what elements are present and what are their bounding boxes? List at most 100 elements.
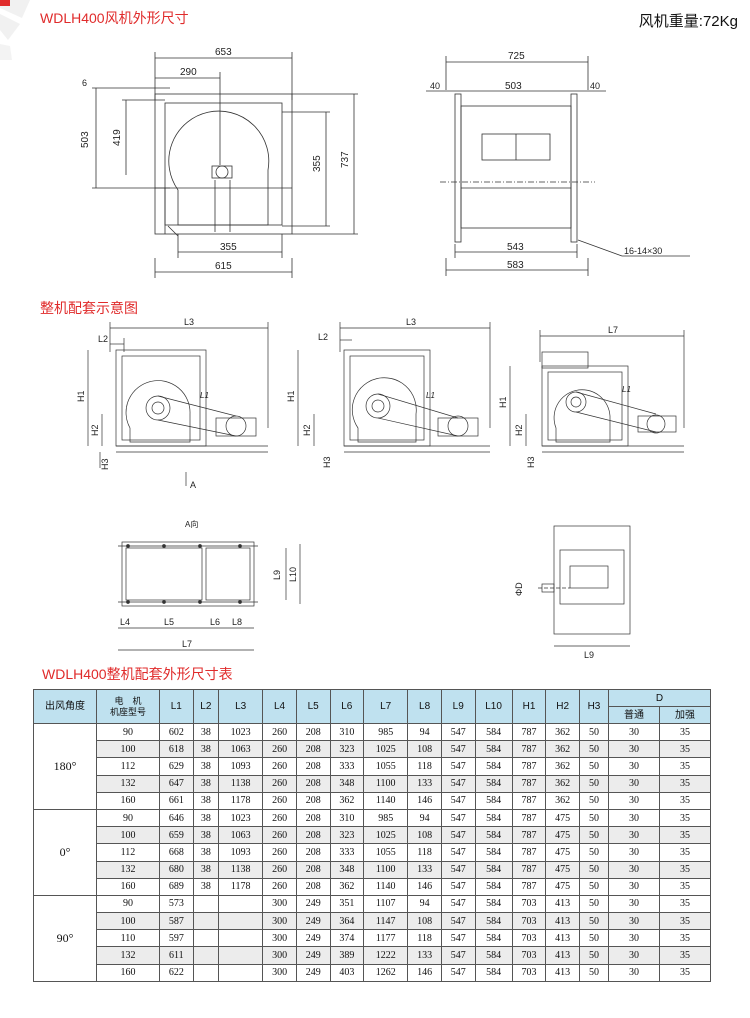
- table-cell: 35: [659, 740, 711, 759]
- table-cell: 985: [363, 808, 409, 828]
- table-cell: [218, 912, 264, 931]
- d-view-l9: L9: [584, 650, 594, 660]
- table-cell: 260: [262, 843, 297, 862]
- side-dim-503: 503: [505, 81, 522, 92]
- table-cell: 413: [545, 946, 580, 965]
- assembly-3-l7: L7: [608, 325, 618, 335]
- assembly-2-h1: H1: [286, 390, 296, 402]
- table-cell: 38: [192, 826, 220, 845]
- table-cell: 160: [96, 791, 160, 810]
- front-dim-290: 290: [180, 67, 197, 78]
- table-cell: 30: [608, 740, 660, 759]
- table-cell: 584: [474, 774, 513, 793]
- assembly-2-h3: H3: [322, 456, 332, 468]
- table-cell: 260: [262, 757, 297, 776]
- outlet-angle-cell: 0°: [33, 808, 97, 896]
- table-cell: 50: [578, 826, 610, 845]
- table-cell: [218, 963, 264, 982]
- table-cell: 30: [608, 791, 660, 810]
- table-cell: 38: [192, 860, 220, 879]
- header-l6: L6: [329, 689, 365, 724]
- assembly-2-l1: L1: [426, 391, 435, 400]
- table-cell: 30: [608, 860, 660, 879]
- table-cell: 584: [474, 826, 513, 845]
- header-l5: L5: [295, 689, 331, 724]
- table-cell: 38: [192, 808, 220, 828]
- table-cell: 680: [159, 860, 194, 879]
- table-cell: 30: [608, 757, 660, 776]
- table-cell: 50: [578, 963, 610, 982]
- table-cell: 364: [329, 912, 365, 931]
- table-cell: 208: [295, 740, 331, 759]
- header-outlet-angle: 出风角度: [33, 689, 97, 724]
- assembly-1-l3: L3: [184, 318, 194, 327]
- table-cell: 573: [159, 894, 194, 914]
- assembly-3-h3: H3: [526, 456, 536, 468]
- header-h1: H1: [511, 689, 547, 724]
- table-cell: 647: [159, 774, 194, 793]
- assembly-1-l2: L2: [98, 334, 108, 344]
- table-cell: [218, 929, 264, 948]
- table-cell: 146: [407, 791, 442, 810]
- table-cell: 94: [407, 894, 442, 914]
- table-cell: 348: [329, 860, 365, 879]
- front-dim-737: 737: [340, 151, 351, 168]
- table-cell: 584: [474, 860, 513, 879]
- table-cell: 146: [407, 877, 442, 896]
- table-cell: 362: [545, 791, 580, 810]
- dimension-table: 出风角度 电 机机座型号 L1 L2 L3 L4 L5 L6 L7 L8 L9 …: [33, 689, 711, 982]
- table-cell: 1138: [218, 774, 264, 793]
- table-cell: 547: [440, 877, 476, 896]
- table-cell: 35: [659, 946, 711, 965]
- a-view-l5: L5: [164, 617, 174, 627]
- table-cell: 30: [608, 929, 660, 948]
- header-l1: L1: [159, 689, 194, 724]
- table-cell: 260: [262, 826, 297, 845]
- side-dim-725: 725: [508, 51, 525, 62]
- a-view-l9: L9: [272, 570, 282, 580]
- assembly-1-h2: H2: [90, 424, 100, 436]
- table-cell: 249: [295, 894, 331, 914]
- table-cell: 310: [329, 808, 365, 828]
- outlet-angle-cell: 90°: [33, 894, 97, 982]
- table-cell: 208: [295, 791, 331, 810]
- table-cell: 249: [295, 929, 331, 948]
- table-cell: 547: [440, 843, 476, 862]
- header-l4: L4: [262, 689, 297, 724]
- table-cell: 35: [659, 860, 711, 879]
- table-cell: 362: [329, 877, 365, 896]
- table-cell: 703: [511, 912, 547, 931]
- table-cell: 90: [96, 722, 160, 742]
- table-cell: 1093: [218, 757, 264, 776]
- header-h3: H3: [578, 689, 610, 724]
- outline-heading: WDLH400风机外形尺寸: [40, 10, 189, 26]
- table-cell: 362: [545, 740, 580, 759]
- table-cell: 787: [511, 808, 547, 828]
- table-cell: 108: [407, 826, 442, 845]
- table-cell: 584: [474, 757, 513, 776]
- table-cell: 547: [440, 774, 476, 793]
- table-cell: 30: [608, 774, 660, 793]
- table-cell: 50: [578, 929, 610, 948]
- front-dim-503: 503: [80, 131, 91, 148]
- table-cell: 38: [192, 740, 220, 759]
- header-l8: L8: [407, 689, 442, 724]
- table-cell: [192, 946, 220, 965]
- table-cell: 413: [545, 929, 580, 948]
- table-cell: 584: [474, 791, 513, 810]
- header-d: D: [608, 689, 711, 707]
- table-cell: 1178: [218, 877, 264, 896]
- table-cell: [218, 894, 264, 914]
- table-cell: 50: [578, 946, 610, 965]
- table-cell: 50: [578, 894, 610, 914]
- table-cell: 1055: [363, 757, 409, 776]
- table-cell: 249: [295, 912, 331, 931]
- table-cell: 94: [407, 722, 442, 742]
- header-d-normal: 普通: [608, 706, 660, 724]
- a-view-l8: L8: [232, 617, 242, 627]
- table-cell: 475: [545, 860, 580, 879]
- table-cell: 323: [329, 826, 365, 845]
- header-d-reinforced: 加强: [659, 706, 711, 724]
